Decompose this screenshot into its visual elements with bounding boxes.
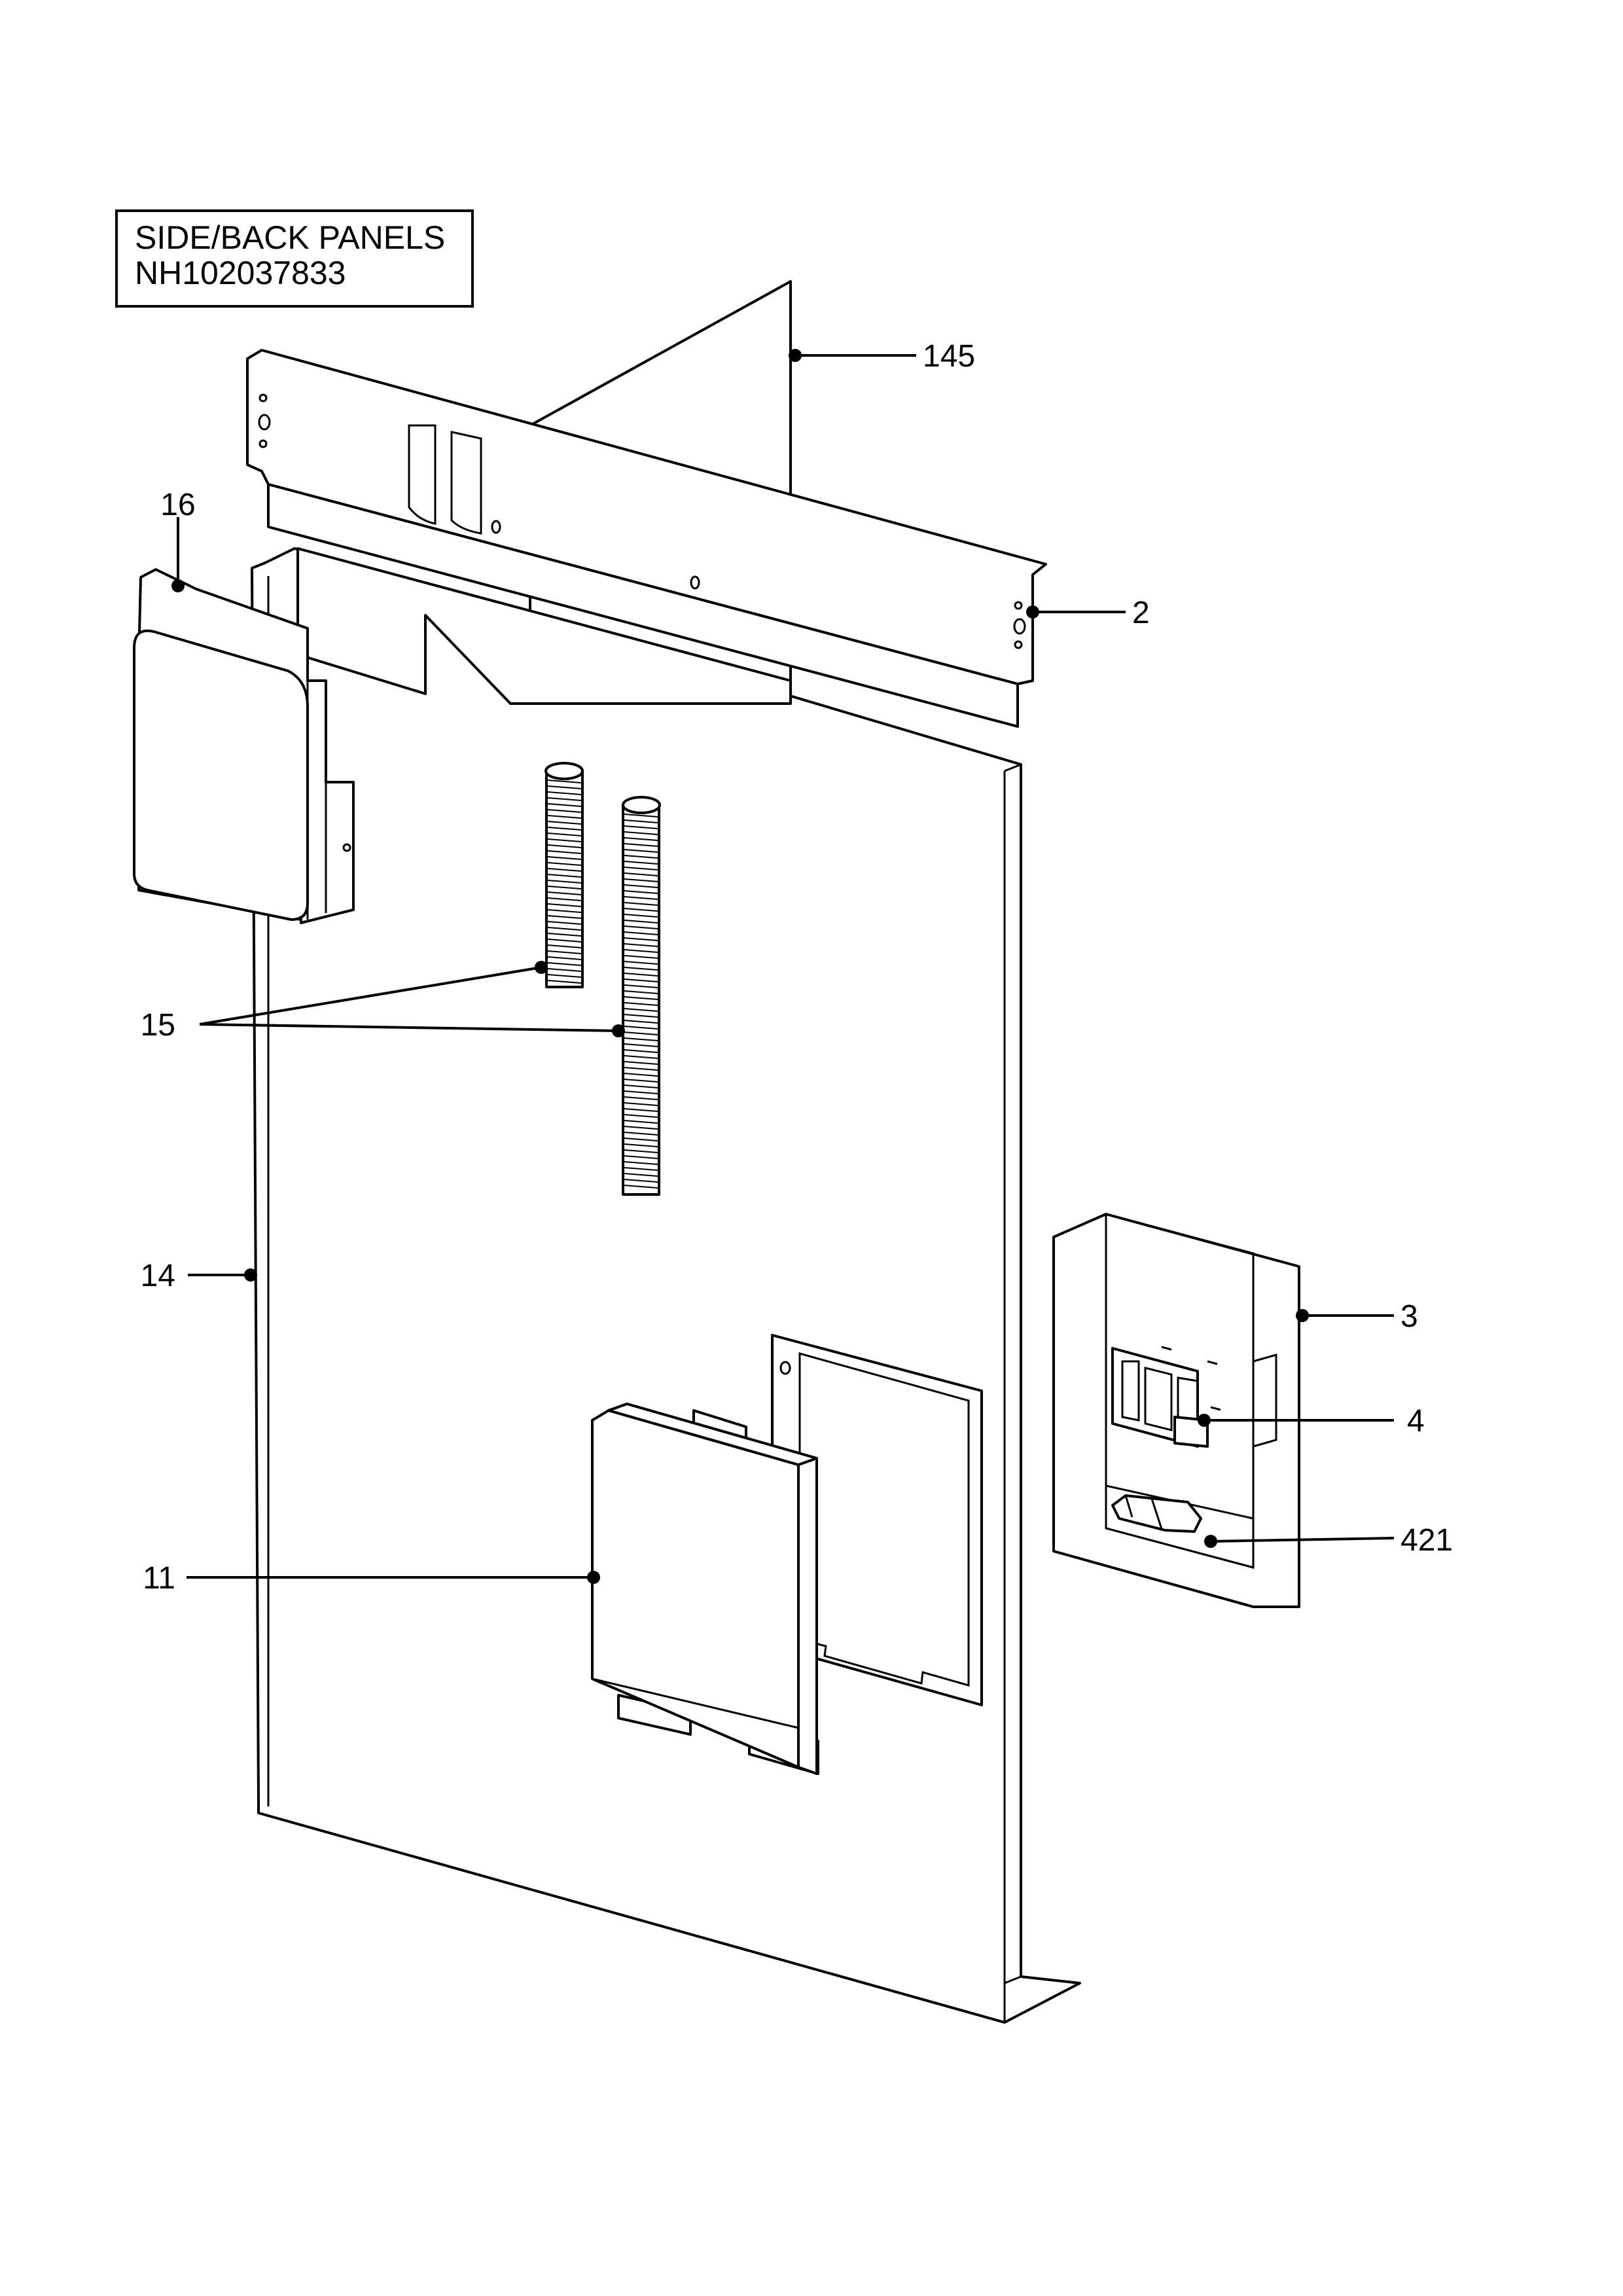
callout-label-3: 3 [1400, 1299, 1418, 1334]
callout-145: 145 [789, 339, 975, 374]
callout-label-16: 16 [160, 488, 195, 522]
title-block-title: SIDE/BACK PANELS [135, 219, 446, 256]
callout-dot-145 [789, 349, 802, 362]
callout-11: 11 [143, 1561, 600, 1596]
callout-leader-15 [199, 966, 542, 1026]
callout-label-421: 421 [1400, 1523, 1453, 1558]
callout-16: 16 [160, 488, 196, 592]
title-block: SIDE/BACK PANELS NH102037833 [115, 209, 474, 308]
callout-4: 4 [1198, 1404, 1425, 1439]
callout-dot-2 [1026, 605, 1039, 619]
callout-label-11: 11 [143, 1561, 175, 1596]
callout-leader-15 [199, 1023, 619, 1032]
callout-label-2: 2 [1132, 596, 1150, 630]
side-panel-14 [251, 547, 1081, 2024]
callout-dot-15 [535, 961, 548, 974]
callout-14: 14 [141, 1259, 257, 1293]
callout-dot-14 [244, 1268, 257, 1282]
callout-label-145: 145 [923, 339, 975, 374]
title-block-part-number: NH102037833 [135, 255, 346, 291]
conduit-long [622, 796, 661, 1196]
callout-dot-15 [612, 1024, 625, 1037]
callout-dot-11 [587, 1571, 600, 1584]
rocker-switch-421 [1111, 1494, 1202, 1533]
top-rail-2 [246, 349, 1047, 728]
callouts: 145 2 16 15 14 11 3 4 421 [141, 339, 1453, 1596]
callout-421: 421 [1204, 1523, 1453, 1558]
callout-dot-16 [171, 579, 185, 592]
callout-label-4: 4 [1407, 1404, 1425, 1439]
callout-3: 3 [1296, 1299, 1418, 1334]
electrical-box-11 [591, 1403, 819, 1775]
callout-label-14: 14 [141, 1259, 175, 1293]
callout-label-15: 15 [141, 1008, 175, 1043]
conduits-15 [544, 762, 661, 1196]
switch-housing-3 [1052, 1213, 1300, 1608]
callout-dot-3 [1296, 1309, 1309, 1322]
callout-15: 15 [141, 961, 625, 1043]
callout-leader-421 [1210, 1537, 1395, 1543]
conduit-short [544, 762, 584, 988]
callout-2: 2 [1026, 596, 1150, 630]
callout-dot-421 [1204, 1535, 1217, 1548]
callout-dot-4 [1198, 1414, 1211, 1427]
corner-cover-16 [133, 568, 355, 924]
